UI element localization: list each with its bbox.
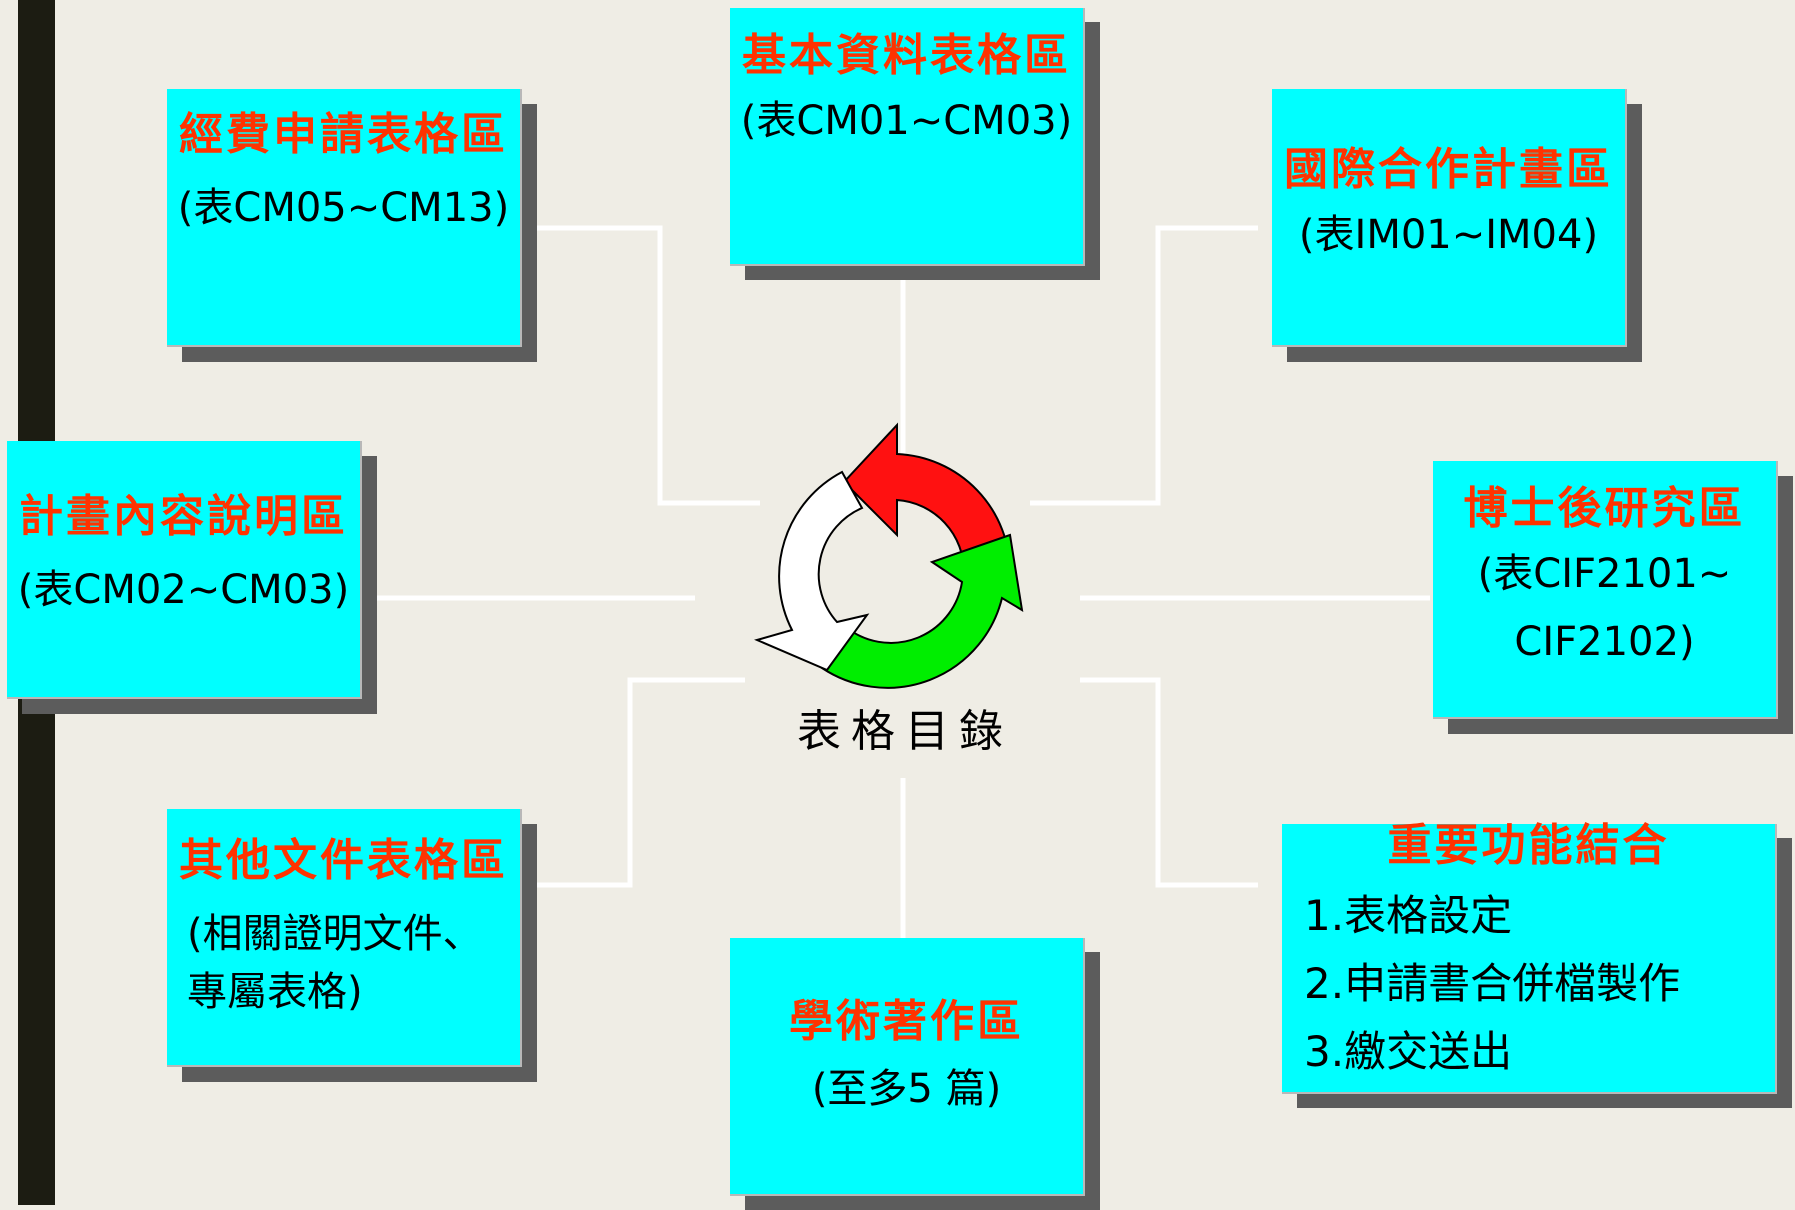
green-arrow — [820, 533, 1024, 689]
functions-list: 1.表格設定 2.申請書合併檔製作 3.繳交送出 — [1282, 882, 1775, 1086]
box-international-sub: (表IM01~IM04) — [1298, 212, 1599, 258]
box-postdoc-title: 博士後研究區 — [1463, 483, 1746, 534]
connector-functions — [1080, 677, 1258, 888]
box-functions-title: 重要功能結合 — [1387, 820, 1670, 871]
box-postdoc-sub2: CIF2102) — [1514, 619, 1695, 665]
white-arrow — [754, 470, 870, 672]
box-funding-sub: (表CM05~CM13) — [177, 185, 510, 231]
center-label: 表格目錄 — [797, 706, 1013, 757]
box-basic-title: 基本資料表格區 — [742, 30, 1071, 81]
box-academic-title: 學術著作區 — [789, 996, 1024, 1047]
connector-funding — [530, 225, 760, 506]
box-other-title: 其他文件表格區 — [179, 835, 508, 886]
box-other-sub1: (相關證明文件、 — [187, 911, 483, 957]
box-plan-title: 計畫內容說明區 — [19, 491, 348, 542]
box-basic-sub: (表CM01~CM03) — [740, 98, 1073, 144]
functions-item: 2.申請書合併檔製作 — [1304, 959, 1681, 1008]
box-plan-sub: (表CM02~CM03) — [17, 567, 350, 613]
box-other-sub2: 專屬表格) — [187, 969, 363, 1015]
box-academic-sub: (至多5 篇) — [811, 1066, 1002, 1112]
functions-item: 1.表格設定 — [1304, 891, 1513, 940]
box-international-title: 國際合作計畫區 — [1284, 144, 1613, 195]
connector-other — [535, 677, 745, 888]
box-funding-title: 經費申請表格區 — [179, 109, 508, 160]
functions-item: 3.繳交送出 — [1304, 1027, 1513, 1076]
recycle-arrows-icon — [754, 422, 1024, 689]
connector-international — [1030, 225, 1258, 506]
box-postdoc-sub1: (表CIF2101~ — [1477, 551, 1732, 597]
